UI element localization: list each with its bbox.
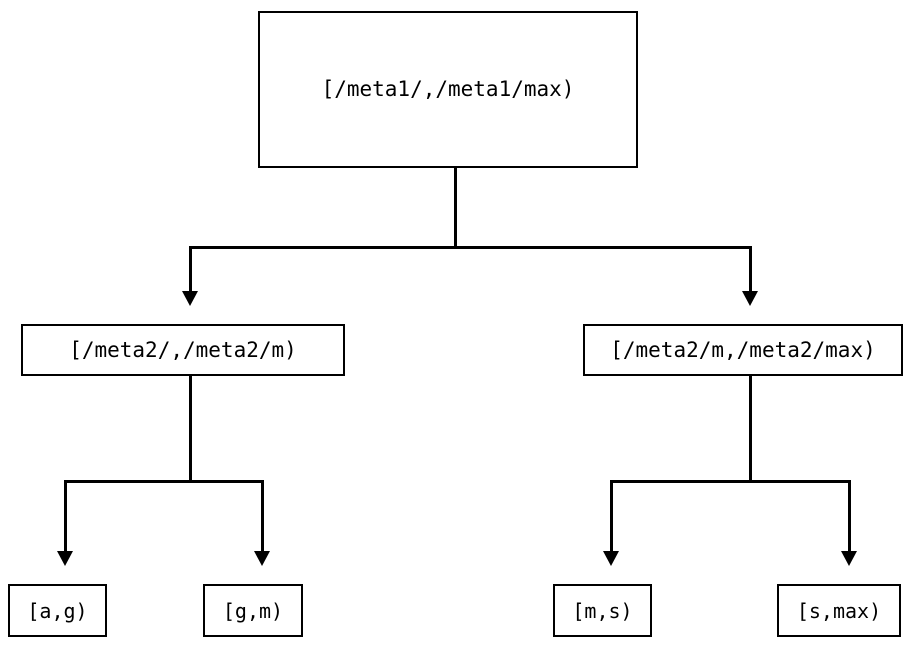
arrowhead-down-icon-leaf-a-g [57,551,73,566]
arrowhead-down-icon-mid-right [742,291,758,306]
node-leaf-g-m-label: [g,m) [222,598,284,623]
node-leaf-a-g[interactable]: [a,g) [8,584,107,637]
node-mid-right-label: [/meta2/m,/meta2/max) [610,337,876,362]
node-mid-left[interactable]: [/meta2/,/meta2/m) [21,324,345,376]
edge-mid-right-trunk [749,376,752,483]
node-leaf-a-g-label: [a,g) [27,598,88,623]
arrowhead-down-icon-leaf-m-s [603,551,619,566]
node-leaf-m-s[interactable]: [m,s) [553,584,652,637]
edge-root-to-mid-left-drop [189,246,192,291]
edge-root-to-mid-right-drop [749,246,752,291]
node-leaf-s-max-label: [s,max) [796,598,882,623]
edge-mid-right-to-leaf-m-s-drop [610,480,613,551]
edge-mid-right-to-leaf-s-max-drop [848,480,851,551]
node-root-label: [/meta1/,/meta1/max) [321,77,575,101]
node-leaf-g-m[interactable]: [g,m) [203,584,303,637]
edge-mid-left-crossbar [64,480,264,483]
edge-mid-left-to-leaf-a-g-drop [64,480,67,551]
arrowhead-down-icon-leaf-g-m [254,551,270,566]
node-root[interactable]: [/meta1/,/meta1/max) [258,11,638,168]
arrowhead-down-icon-mid-left [182,291,198,306]
edge-mid-left-trunk [189,376,192,483]
edge-root-trunk [454,168,457,249]
edge-root-crossbar [189,246,752,249]
node-leaf-s-max[interactable]: [s,max) [777,584,901,637]
edge-mid-right-crossbar [610,480,851,483]
node-mid-right[interactable]: [/meta2/m,/meta2/max) [583,324,903,376]
arrowhead-down-icon-leaf-s-max [841,551,857,566]
edge-mid-left-to-leaf-g-m-drop [261,480,264,551]
node-leaf-m-s-label: [m,s) [572,598,633,623]
node-mid-left-label: [/meta2/,/meta2/m) [69,337,297,362]
